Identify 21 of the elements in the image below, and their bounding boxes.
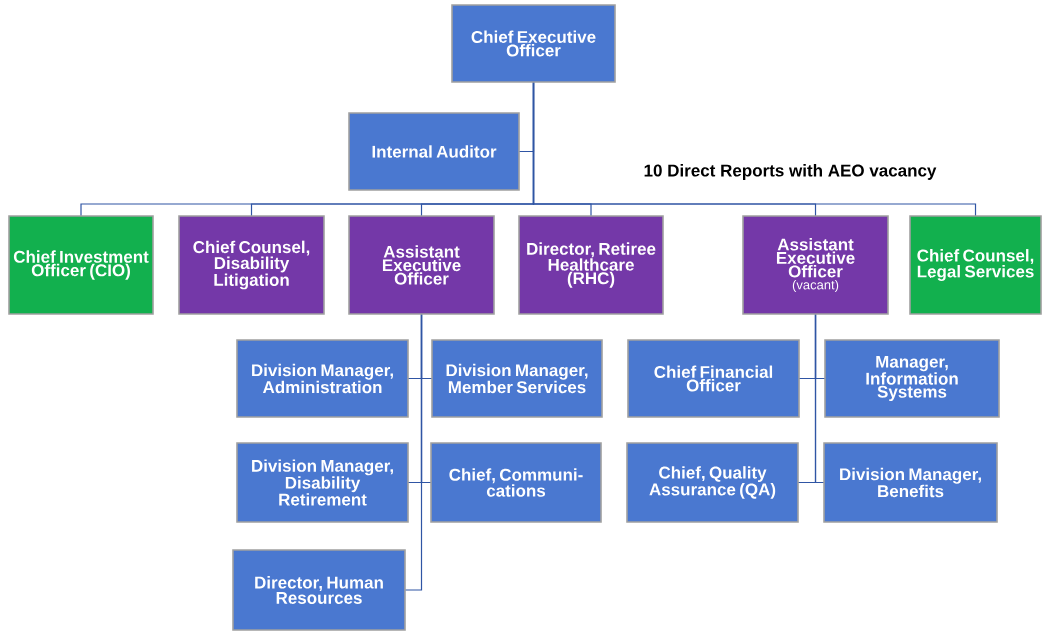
org-box: Chief Investment Officer (CIO) [8,215,154,315]
org-box: Assistant Executive Officer [348,215,495,315]
connector-line [404,313,423,591]
org-box: Director, Retiree Healthcare (RHC) [518,215,664,315]
org-box: Director, Human Resources [232,549,406,631]
org-box: Assistant Executive Officer (vacant) [742,215,889,315]
org-box: Chief Counsel, Legal Services [909,215,1042,315]
org-box: Chief Executive Officer [451,4,616,83]
org-box: Chief Counsel, Disability Litigation [178,215,325,315]
connector-line [532,81,977,217]
org-box: Division Manager, Member Services [431,339,603,418]
connector-line [814,313,825,484]
org-box: Internal Auditor [348,112,520,191]
org-box: Division Manager, Benefits [823,442,998,523]
org-box: Manager, Information Systems [824,339,1000,418]
org-box: Chief, Communi- cations [430,442,602,523]
org-box: Chief, Quality Assurance (QA) [626,442,799,523]
org-box: Chief Financial Officer [627,339,800,418]
org-box: Division Manager, Disability Retirement [236,442,409,523]
org-box: Division Manager, Administration [236,339,409,418]
heading-text: 10 Direct Reports with AEO vacancy [644,164,937,180]
